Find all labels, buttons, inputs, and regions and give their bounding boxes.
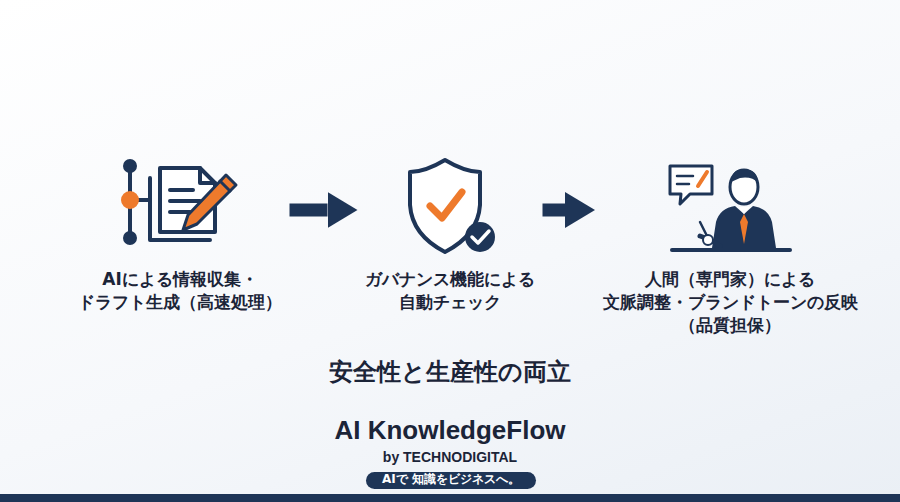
brand-name: AI KnowledgeFlow [0, 415, 900, 446]
document-icon [123, 161, 236, 243]
step-caption: AIによる情報収集・ ドラフト生成（高速処理） [77, 268, 284, 314]
step-caption: ガバナンス機能による 自動チェック [364, 268, 537, 314]
expert-icon [670, 166, 790, 250]
brand-byline: by TECHNODIGITAL [0, 449, 900, 465]
flow-arrow [543, 204, 566, 217]
tagline-text: AIで 知識をビジネスへ。 [382, 472, 520, 487]
process-step: AIによる情報収集・ ドラフト生成（高速処理） [77, 150, 284, 314]
process-step: ガバナンス機能による 自動チェック [364, 150, 537, 314]
flow-arrow [290, 204, 328, 217]
step-caption: 人間（専門家）による 文脈調整・ブランドトーンの反映 （品質担保） [601, 268, 859, 337]
tagline-heading: 安全性と生産性の両立 [0, 356, 900, 388]
process-step: 人間（専門家）による 文脈調整・ブランドトーンの反映 （品質担保） [601, 150, 859, 337]
bottom-band [0, 494, 900, 502]
shield-icon [410, 160, 495, 252]
tagline-pill: AIで 知識をビジネスへ。 [366, 472, 536, 489]
